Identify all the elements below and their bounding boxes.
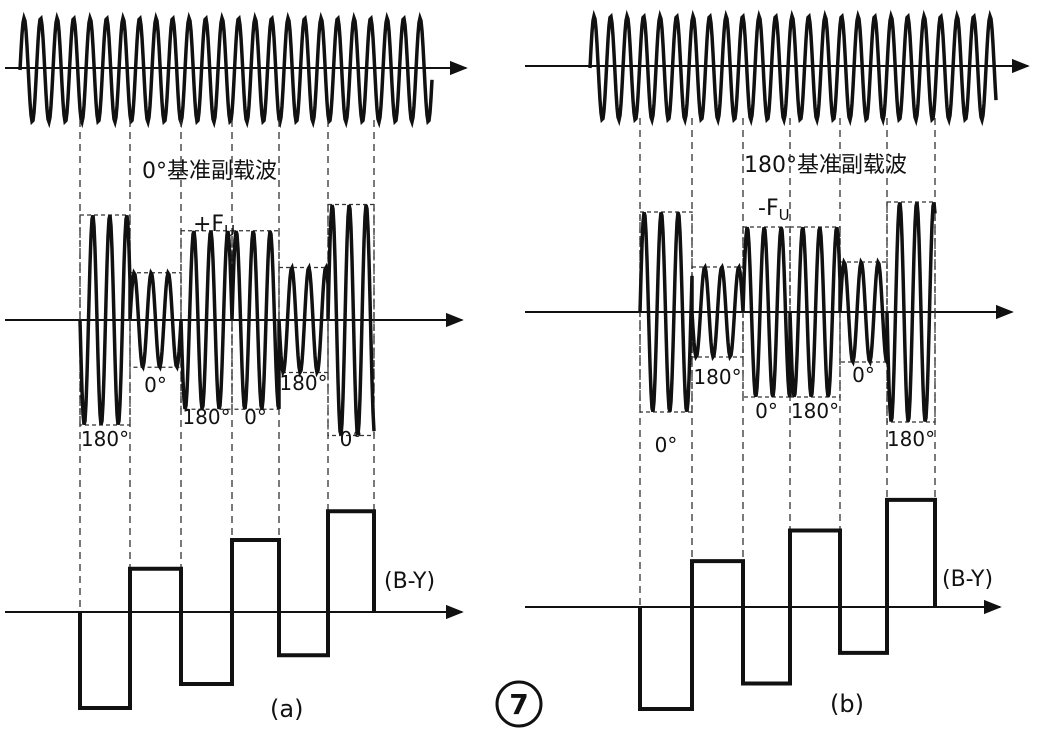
panel-a-reference-label: 0°基准副载波 <box>142 159 277 184</box>
panel-b-label: (b) <box>830 690 864 718</box>
envelope-box <box>839 261 888 363</box>
phase-label: 0° <box>340 427 363 451</box>
panel-a-output-label: (B-Y) <box>384 569 435 594</box>
envelope-box <box>327 203 375 437</box>
phase-label: 180° <box>182 405 230 429</box>
panel-b: 180°基准副载波 -FU 0° 180° 0° 180° 0° 180° (B-Y) (… <box>525 9 1030 718</box>
panel-b-signal-label: -FU <box>758 196 790 224</box>
phase-label: 180° <box>887 427 935 451</box>
panel-a-phase-labels: 180° 0° 180° 0° 180° 0° <box>81 371 362 451</box>
panel-b-output-label: (B-Y) <box>942 567 993 592</box>
panel-b-chroma-signal <box>638 202 937 422</box>
panel-a-output-waveform <box>78 509 376 710</box>
panel-a-chroma-signal <box>78 204 376 436</box>
phase-label: 180° <box>81 427 129 451</box>
phase-label: 0° <box>852 363 875 387</box>
panel-a-signal-label: +FU <box>193 212 235 240</box>
phase-label: 0° <box>244 405 267 429</box>
panel-a-label: (a) <box>270 695 303 723</box>
figure-number-badge: 7 <box>495 680 543 728</box>
panel-a-reference-carrier-wave <box>18 11 434 129</box>
phase-label: 180° <box>279 371 327 395</box>
phase-label: 180° <box>791 399 839 423</box>
panel-b-reference-carrier-wave <box>588 9 998 127</box>
figure-number: 7 <box>509 688 528 721</box>
panel-a: 0°基准副载波 +FU 180° 0° 180° 0° 180° 0° (B-Y) (a) <box>5 11 468 723</box>
phase-label: 0° <box>755 399 778 423</box>
panel-b-output-waveform <box>638 497 937 711</box>
panel-b-phase-labels: 0° 180° 0° 180° 0° 180° <box>655 363 935 457</box>
envelope-box <box>886 201 936 423</box>
phase-label: 180° <box>693 365 741 389</box>
phase-label: 0° <box>144 373 167 397</box>
envelope-box <box>742 226 791 398</box>
panel-b-reference-label: 180°基准副载波 <box>744 153 907 178</box>
phase-label: 0° <box>655 433 678 457</box>
